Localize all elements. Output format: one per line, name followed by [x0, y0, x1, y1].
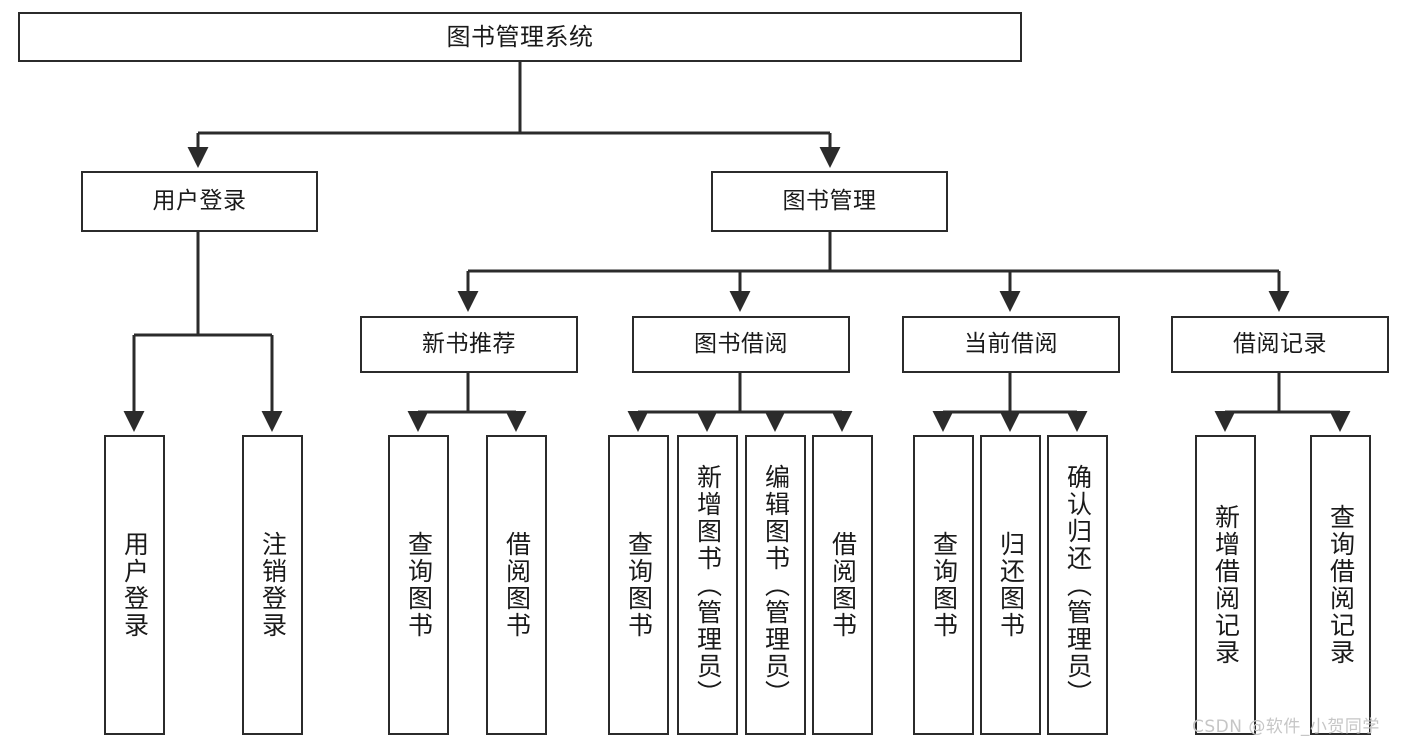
- leaf-borrow-book[interactable]: 借阅图书: [812, 435, 873, 735]
- csdn-watermark: CSDN @软件_小贺同学: [1192, 717, 1380, 737]
- node-label: 用户登录: [152, 187, 247, 214]
- leaf-add-book-admin[interactable]: 新增图书（管理员）: [677, 435, 738, 735]
- leaf-logout[interactable]: 注销登录: [242, 435, 303, 735]
- node-label: 借阅图书: [502, 531, 532, 639]
- leaf-borrow-book-recommend[interactable]: 借阅图书: [486, 435, 547, 735]
- leaf-return-book[interactable]: 归还图书: [980, 435, 1041, 735]
- node-label: 查询图书: [404, 531, 434, 639]
- node-label: 查询图书: [929, 531, 959, 639]
- node-label: 图书借阅: [694, 330, 788, 357]
- leaf-confirm-return-admin[interactable]: 确认归还（管理员）: [1047, 435, 1108, 735]
- leaf-edit-book-admin[interactable]: 编辑图书（管理员）: [745, 435, 806, 735]
- node-new-book-recommend[interactable]: 新书推荐: [360, 316, 578, 373]
- node-label: 查询图书: [624, 531, 654, 639]
- node-label: 注销登录: [258, 531, 288, 639]
- node-label: 新增图书（管理员）: [693, 463, 723, 707]
- node-label: 确认归还（管理员）: [1063, 463, 1093, 707]
- node-label: 当前借阅: [964, 330, 1058, 357]
- node-user-login[interactable]: 用户登录: [81, 171, 318, 232]
- leaf-add-borrow-record[interactable]: 新增借阅记录: [1195, 435, 1256, 735]
- node-label: 图书管理: [782, 187, 877, 214]
- node-label: 用户登录: [120, 531, 150, 639]
- leaf-query-book-borrow[interactable]: 查询图书: [608, 435, 669, 735]
- node-label: 归还图书: [996, 531, 1026, 639]
- node-label: 图书管理系统: [446, 22, 594, 51]
- node-label: 查询借阅记录: [1326, 504, 1356, 666]
- node-current-borrow[interactable]: 当前借阅: [902, 316, 1120, 373]
- node-label: 借阅图书: [828, 531, 858, 639]
- leaf-query-book-recommend[interactable]: 查询图书: [388, 435, 449, 735]
- node-label: 编辑图书（管理员）: [761, 463, 791, 707]
- leaf-query-book-current[interactable]: 查询图书: [913, 435, 974, 735]
- node-label: 借阅记录: [1233, 330, 1327, 357]
- node-label: 新书推荐: [422, 330, 516, 357]
- node-borrow-records[interactable]: 借阅记录: [1171, 316, 1389, 373]
- leaf-user-login[interactable]: 用户登录: [104, 435, 165, 735]
- leaf-query-borrow-record[interactable]: 查询借阅记录: [1310, 435, 1371, 735]
- node-root-library-system[interactable]: 图书管理系统: [18, 12, 1022, 62]
- node-book-borrow[interactable]: 图书借阅: [632, 316, 850, 373]
- node-label: 新增借阅记录: [1211, 504, 1241, 666]
- node-book-management[interactable]: 图书管理: [711, 171, 948, 232]
